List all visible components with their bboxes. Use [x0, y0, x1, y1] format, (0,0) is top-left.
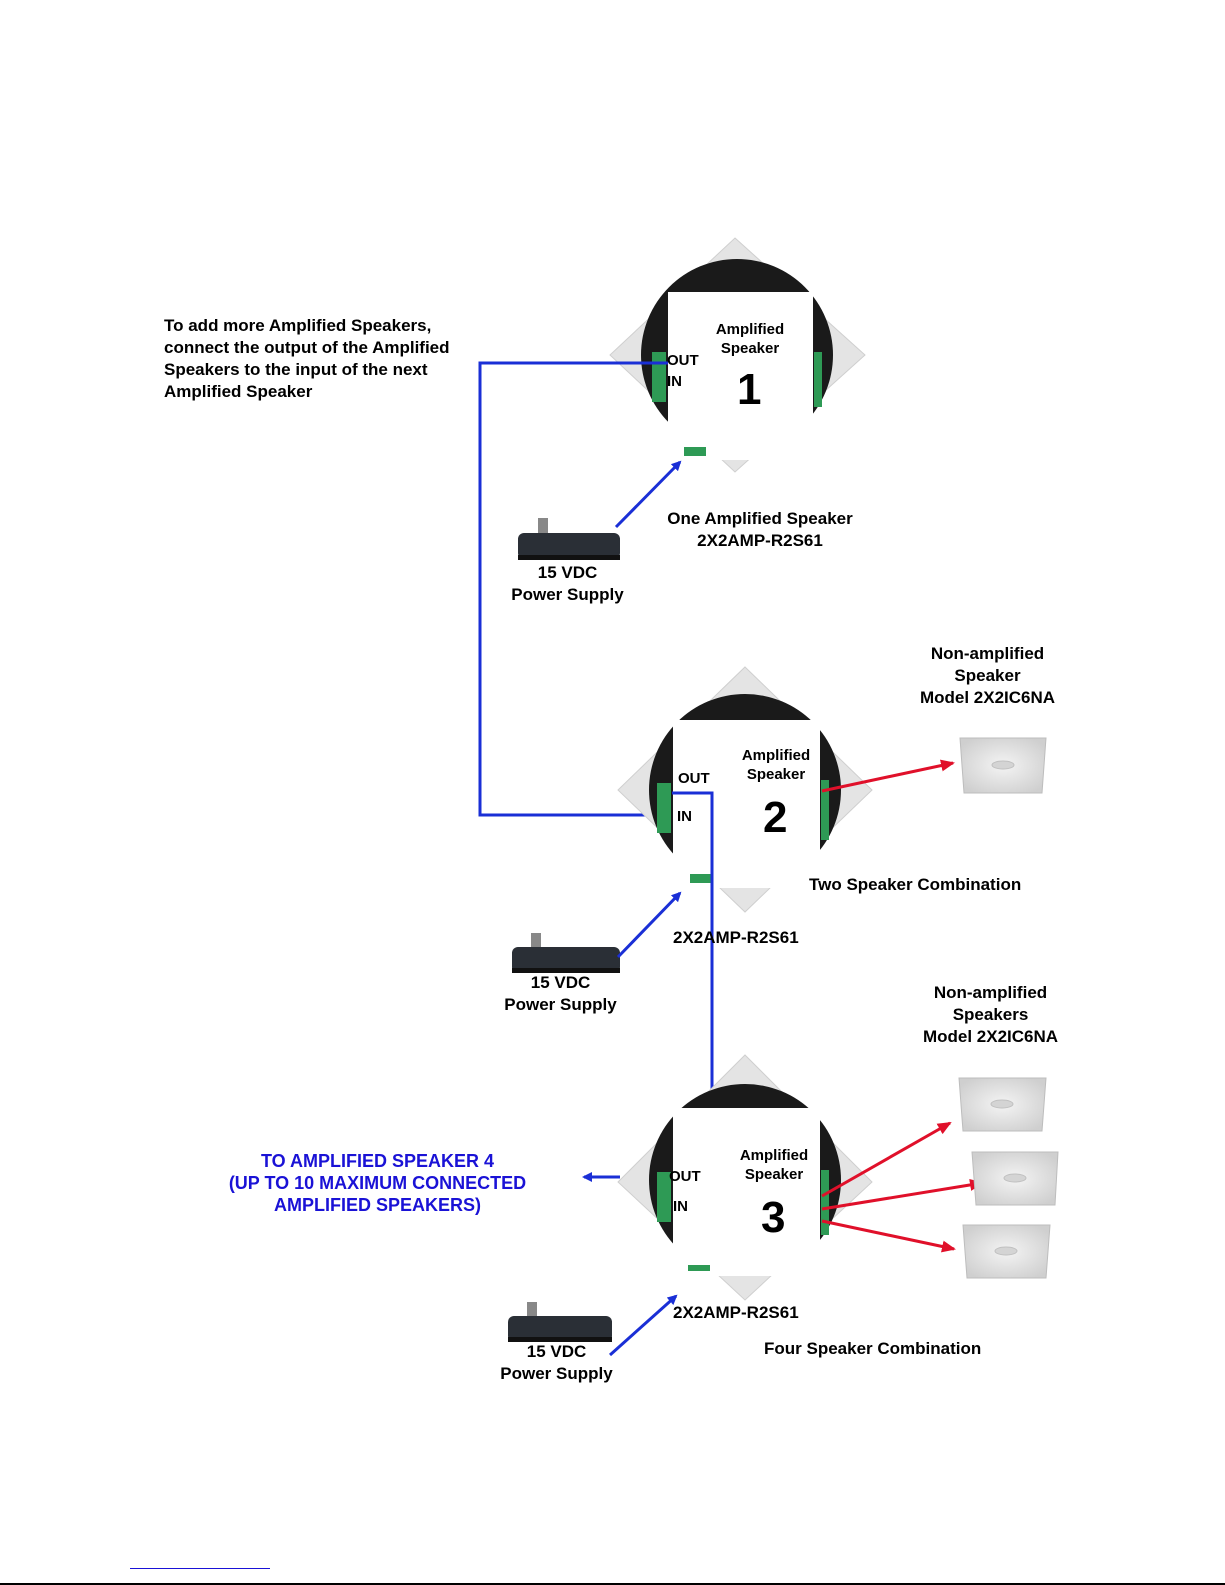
expansion-note: To add more Amplified Speakers, connect …	[164, 315, 450, 403]
speaker3-model: 2X2AMP-R2S61	[673, 1303, 799, 1322]
nonamp-2-line-2: Speakers	[952, 1005, 1029, 1024]
speaker3-red-wire-3	[821, 1219, 956, 1253]
speaker2-title-line-1: Amplified	[741, 747, 811, 764]
note-line-3: Speakers to the input of the next	[164, 360, 428, 379]
power-supply-3-line-1: 15 VDC	[526, 1342, 587, 1361]
speaker3-title-line-2: Speaker	[744, 1166, 804, 1183]
amplified-speaker-3-graphic	[617, 1054, 873, 1301]
nonamp-speaker-c	[971, 1151, 1059, 1206]
speaker2-combo-label: Two Speaker Combination	[809, 875, 1022, 894]
power-supply-2-label: 15 VDC Power Supply	[493, 972, 628, 1016]
speaker2-model: 2X2AMP-R2S61	[673, 928, 799, 947]
speaker1-caption-line-2: 2X2AMP-R2S61	[697, 531, 823, 550]
speaker3-out-label: OUT	[669, 1168, 701, 1185]
speaker2-title: Amplified Speaker	[724, 746, 828, 784]
speaker1-title-line-2: Speaker	[720, 340, 780, 357]
power-arrow-2	[616, 891, 682, 959]
power-supply-3-graphic	[508, 1302, 612, 1342]
speaker1-caption: One Amplified Speaker 2X2AMP-R2S61	[655, 508, 865, 552]
power-arrow-3	[609, 1294, 678, 1357]
speaker3-number: 3	[761, 1193, 786, 1242]
note-line-4: Amplified Speaker	[164, 382, 313, 401]
nonamp-speaker-label-2: Non-amplified Speakers Model 2X2IC6NA	[908, 982, 1073, 1048]
page-bottom-rule	[0, 1583, 1225, 1585]
nonamp-speaker-a	[959, 737, 1047, 794]
footer-link-underline	[130, 1568, 270, 1569]
next-note-line-2: (UP TO 10 MAXIMUM CONNECTED	[228, 1173, 527, 1193]
nonamp-2-line-1: Non-amplified	[933, 983, 1048, 1002]
power-supply-1-label: 15 VDC Power Supply	[500, 562, 635, 606]
speaker1-number: 1	[737, 365, 762, 414]
power-supply-3-label: 15 VDC Power Supply	[489, 1341, 624, 1385]
nonamp-1-line-1: Non-amplified	[930, 644, 1045, 663]
speaker1-title-line-1: Amplified	[715, 321, 785, 338]
nonamp-speaker-b	[958, 1077, 1047, 1132]
nonamp-speaker-d	[962, 1224, 1051, 1279]
speaker3-in-label: IN	[673, 1198, 688, 1215]
power-supply-1-graphic	[518, 518, 620, 560]
speaker3-red-wire-1	[821, 1121, 952, 1198]
speaker2-title-line-2: Speaker	[746, 766, 806, 783]
speaker3-red-wire-2	[821, 1179, 984, 1211]
speaker3-title: Amplified Speaker	[722, 1146, 826, 1184]
power-supply-1-line-2: Power Supply	[511, 585, 624, 604]
speaker2-number: 2	[763, 793, 788, 842]
speaker3-combo-label: Four Speaker Combination	[764, 1339, 982, 1358]
speaker1-title: Amplified Speaker	[698, 320, 802, 358]
note-line-2: connect the output of the Amplified	[164, 338, 450, 357]
power-supply-1-line-1: 15 VDC	[537, 563, 598, 582]
speaker1-caption-line-1: One Amplified Speaker	[667, 509, 853, 528]
power-arrow-1	[614, 460, 682, 529]
speaker1-in-label: IN	[667, 373, 682, 390]
note-line-1: To add more Amplified Speakers,	[164, 316, 432, 335]
next-note-line-3: AMPLIFIED SPEAKERS)	[273, 1195, 482, 1215]
nonamp-1-line-3: Model 2X2IC6NA	[919, 688, 1056, 707]
power-supply-2-line-2: Power Supply	[504, 995, 617, 1014]
nonamp-speaker-label-1: Non-amplified Speaker Model 2X2IC6NA	[905, 643, 1070, 709]
speaker2-out-label: OUT	[678, 770, 710, 787]
amplified-speaker-2-graphic	[617, 666, 873, 913]
power-supply-3-line-2: Power Supply	[500, 1364, 613, 1383]
nonamp-2-line-3: Model 2X2IC6NA	[922, 1027, 1059, 1046]
next-speaker-note: TO AMPLIFIED SPEAKER 4 (UP TO 10 MAXIMUM…	[190, 1150, 565, 1216]
speaker3-title-line-1: Amplified	[739, 1147, 809, 1164]
nonamp-1-line-2: Speaker	[954, 666, 1021, 685]
speaker1-out-label: OUT	[667, 352, 699, 369]
next-note-line-1: TO AMPLIFIED SPEAKER 4	[260, 1151, 495, 1171]
speaker2-in-label: IN	[677, 808, 692, 825]
speaker2-red-wire	[821, 759, 955, 793]
power-supply-2-graphic	[512, 933, 620, 973]
power-supply-2-line-1: 15 VDC	[530, 973, 591, 992]
amplified-speaker-1-graphic	[609, 237, 866, 473]
speaker1-out-wire	[478, 361, 668, 817]
